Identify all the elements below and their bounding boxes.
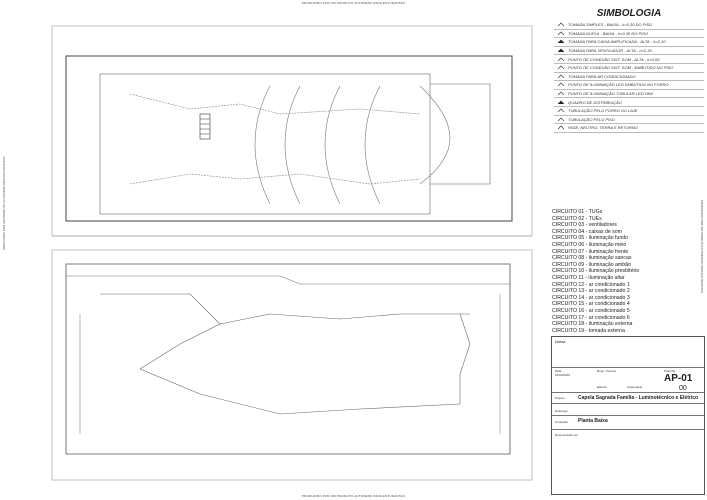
circuit-item: CIRCUITO 05 - iluminação fundo [552,235,629,242]
legend-item-label: TUBULAÇÃO PELO PISO [568,116,615,122]
led-tube-icon [554,91,568,96]
circuit-item: CIRCUITO 13 - ar condicionado 2 [552,288,630,295]
floor-plan-drawing [51,25,533,481]
content-name: Planta Baixa [578,418,608,424]
responsible-label: Resp. Técnico [597,369,617,373]
circuit-item: CIRCUITO 10 - iluminação presbitério [552,268,640,275]
ac-outlet-icon [554,74,568,79]
circuit-item: CIRCUITO 11 - iluminação altar [552,274,625,281]
outlet-amplified-box-icon [554,39,568,44]
edu-watermark-left: PRODUZIDO POR UM PRODUTO AUTODESK PARA E… [2,156,6,250]
address-label: Endereço [555,409,568,413]
sheet-label: Prancha [664,369,676,373]
legend-panel: SIMBOLOGIA TOMADA SIMPLES - BAIXA - h=0,… [554,8,704,133]
circuit-item: CIRCUITO 14 - ar condicionado 3 [552,294,630,301]
circuit-item: CIRCUITO 16 - ar condicionado 5 [552,307,630,314]
outlet-double-icon [554,31,568,36]
legend-item: PONTO DE CONEXÃO SIST. SOM - EMBUTIDO NO… [554,64,704,73]
electrical-plan [51,25,533,237]
circuit-item: CIRCUITO 12 - ar condicionado 1 [552,281,630,288]
date-value: 19/03/2019 [555,373,571,377]
circuit-item: CIRCUITO 03 - ventiladores [552,222,617,229]
legend-item: TUBULAÇÃO PELO FORRO OU LAJE [554,107,704,116]
legend-item-label: TOMADA PARA AR CONDICIONADO [568,73,636,79]
conduit-floor-icon [554,117,568,122]
legend-item-label: FASE, NEUTRO, TERRA E RETORNO [568,125,638,131]
legend-item: PONTO DE ILUMINAÇÃO LED EMBUTIDO NO FORR… [554,81,704,90]
discipline: Elétrico [597,385,608,389]
circuit-item: CIRCUITO 01 - TUGs [552,209,603,215]
legend-item-label: TOMADA DUPLA - BAIXA - h=0,30 DO PISO [568,30,649,36]
circuit-item: CIRCUITO 18 - iluminação externa [552,321,633,328]
outlet-fan-icon [554,48,568,53]
legend-item: PONTO DE ILUMINAÇÃO TUBULAR LED 18W [554,90,704,99]
circuit-item: CIRCUITO 08 - iluminação sancas [552,255,632,262]
legend-item: TOMADA PARA AR CONDICIONADO [554,73,704,82]
legend-item-label: PONTO DE CONEXÃO SIST. SOM - EMBUTIDO NO… [568,65,674,71]
ceiling-plan [51,249,533,481]
circuit-item: CIRCUITO 19 - tomada externa [552,327,625,334]
wires-icon [554,125,568,130]
circuit-item: CIRCUITO 04 - caixas de som [552,228,622,235]
led-ceiling-icon [554,82,568,87]
distribution-board-icon [554,100,568,105]
legend-item-label: QUADRO DE DISTRIBUIÇÃO [568,99,622,105]
legend-item: TUBULAÇÃO PELO PISO [554,116,704,125]
circuit-item: CIRCUITO 09 - iluminação ambão [552,261,631,268]
revision: 00 [679,385,687,392]
circuit-item: CIRCUITO 02 - TUEs [552,215,602,222]
legend-item: TOMADA PARA CAIXA AMPLIFICADA - ALTA - h… [554,38,704,47]
date-label: Data [555,369,562,373]
edu-watermark-right: PRODUZIDO POR UM PRODUTO AUTODESK PARA E… [700,200,704,294]
notes-heading: Notas [555,339,566,344]
legend-item-label: TOMADA SIMPLES - BAIXA - h=0,30 DO PISO [568,22,653,28]
sheet-code: AP-01 [664,373,693,384]
developed-by-label: Desenvolvido por [555,433,579,437]
title-block: Notas Data 19/03/2019 Resp. Técnico Pran… [551,336,705,495]
circuit-item: CIRCUITO 17 - ar condicionado 6 [552,314,630,321]
legend-item-label: TOMADA PARA CAIXA AMPLIFICADA - ALTA - h… [568,39,666,45]
circuit-item: CIRCUITO 07 - iluminação frente [552,248,629,255]
legend-item: TOMADA SIMPLES - BAIXA - h=0,30 DO PISO [554,21,704,30]
circuit-item: CIRCUITO 06 - iluminação meio [552,241,627,248]
phase: Anteprojeto [627,385,643,389]
legend-item: QUADRO DE DISTRIBUIÇÃO [554,98,704,107]
legend-item-label: TOMADA PARA VENTILADOR - ALTA - h=2,30 [568,48,652,54]
legend-item-label: PONTO DE ILUMINAÇÃO TUBULAR LED 18W [568,91,653,97]
legend-item-label: PONTO DE CONEXÃO SIST. SOM - ALTA - h=0,… [568,56,660,62]
conduit-ceiling-icon [554,108,568,113]
legend-item: FASE, NEUTRO, TERRA E RETORNO [554,124,704,133]
legend-item: TOMADA PARA VENTILADOR - ALTA - h=2,30 [554,47,704,56]
content-label: Conteúdo [555,420,569,424]
sound-point-high-icon [554,57,568,62]
legend-item-label: PONTO DE ILUMINAÇÃO LED EMBUTIDO NO FORR… [568,82,669,88]
edu-watermark-top: PRODUZIDO POR UM PRODUTO AUTODESK PARA E… [301,1,406,5]
legend-item: TOMADA DUPLA - BAIXA - h=0,30 DO PISO [554,30,704,39]
legend-item-label: TUBULAÇÃO PELO FORRO OU LAJE [568,108,638,114]
project-name: Capela Sagrada Família - Luminotécnico e… [578,395,699,401]
legend-title: SIMBOLOGIA [596,8,662,19]
outlet-simple-icon [554,22,568,27]
legend-item: PONTO DE CONEXÃO SIST. SOM - ALTA - h=0,… [554,55,704,64]
circuit-item: CIRCUITO 15 - ar condicionado 4 [552,301,630,308]
project-label: Projeto [555,396,565,400]
edu-watermark-bottom: PRODUZIDO POR UM PRODUTO AUTODESK PARA E… [301,494,406,498]
sound-point-floor-icon [554,65,568,70]
